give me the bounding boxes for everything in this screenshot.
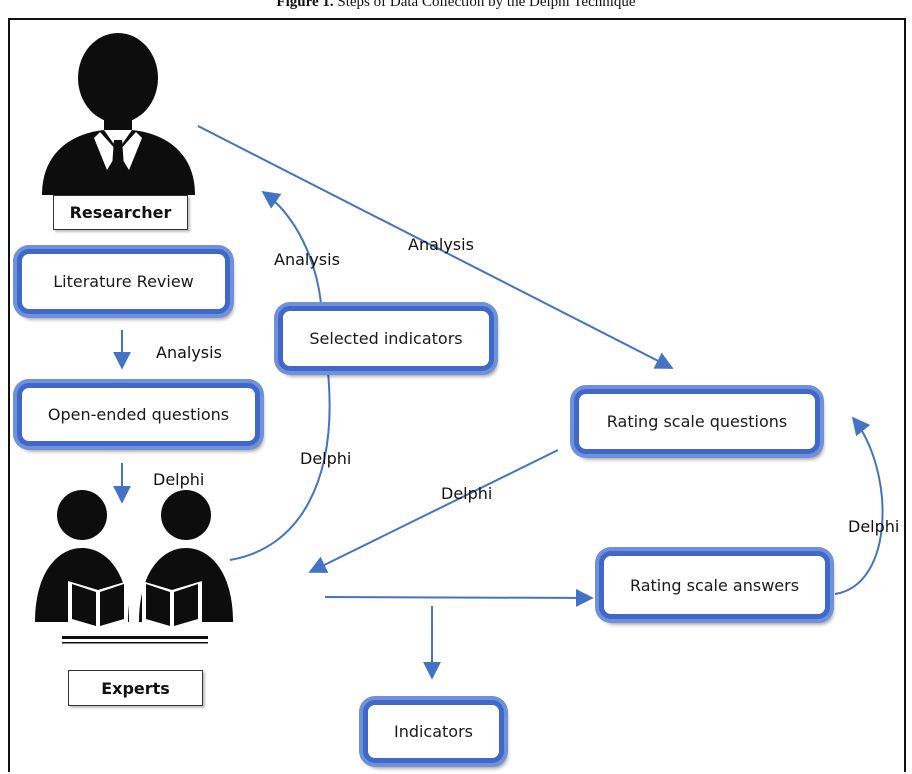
- indicators-box: Indicators: [363, 700, 504, 763]
- label-analysis-2: Analysis: [274, 250, 340, 269]
- researcher-icon: [42, 33, 195, 195]
- label-delphi-1: Delphi: [153, 470, 205, 489]
- connectors: [113, 125, 884, 680]
- arrow-researcher-to-rating: [197, 125, 674, 369]
- rating-scale-questions-box: Rating scale questions: [574, 389, 820, 454]
- arrow-experts-to-answers: [324, 588, 594, 607]
- label-analysis-3: Analysis: [408, 235, 474, 254]
- arrow-selected-to-researcher: [261, 190, 322, 304]
- experts-label: Experts: [68, 670, 203, 706]
- label-delphi-3: Delphi: [441, 484, 493, 503]
- researcher-label: Researcher: [53, 195, 188, 230]
- caption-prefix: Figure 1.: [276, 0, 334, 10]
- rating-scale-answers-box: Rating scale answers: [599, 551, 830, 619]
- label-delphi-4: Delphi: [848, 517, 900, 536]
- open-ended-questions-box: Open-ended questions: [17, 383, 260, 446]
- experts-icon: [35, 490, 233, 644]
- literature-review-box: Literature Review: [17, 249, 230, 314]
- label-analysis-1: Analysis: [156, 343, 222, 362]
- arrow-answers-to-questions: [834, 416, 884, 595]
- label-delphi-2: Delphi: [300, 449, 352, 468]
- caption-text: Steps of Data Collection by the Delphi T…: [337, 0, 636, 10]
- selected-indicators-box: Selected indicators: [278, 306, 494, 371]
- figure-caption: Figure 1. Steps of Data Collection by th…: [0, 0, 912, 11]
- diagram-frame: [8, 18, 906, 772]
- link-experts-to-selected: [229, 371, 331, 561]
- arrow-rating-to-experts: [308, 449, 559, 573]
